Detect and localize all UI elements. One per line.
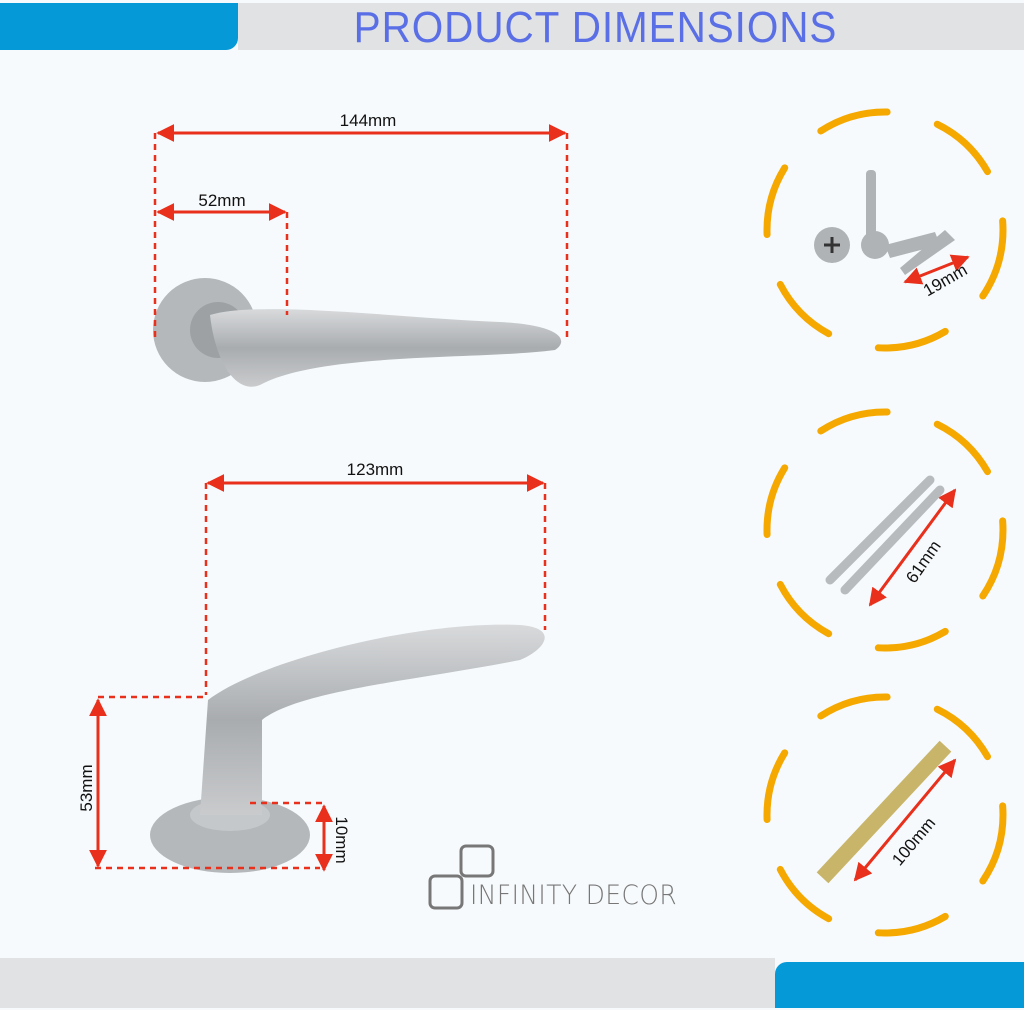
bottom-handle-image — [150, 624, 545, 873]
header-blue-bar — [0, 3, 238, 50]
ring-screws — [763, 108, 1007, 352]
spindle-image — [816, 740, 952, 884]
dimension-lines — [89, 124, 970, 882]
dim-label-61: 61mm — [902, 537, 945, 587]
screws-image — [814, 170, 955, 275]
ring-bolts — [763, 408, 1007, 652]
dim-label-53: 53mm — [77, 764, 96, 811]
footer-blue-bar — [775, 962, 1024, 1008]
page-title: PRODUCT DIMENSIONS — [353, 3, 838, 52]
dim-label-144: 144mm — [340, 111, 397, 130]
dim-label-10: 10mm — [332, 816, 351, 863]
footer-gray-bar — [0, 958, 775, 1008]
top-handle-image — [153, 278, 562, 387]
brand-logo-text: INFINITY DECOR — [470, 880, 678, 911]
ring-spindle — [763, 693, 1007, 937]
infinity-decor-logo-icon — [428, 844, 495, 910]
accessory-rings — [763, 108, 1007, 937]
dim-label-123: 123mm — [347, 460, 404, 479]
header-gray-bar — [238, 3, 1024, 50]
dim-label-52: 52mm — [198, 191, 245, 210]
dim-label-100: 100mm — [888, 814, 939, 870]
bolts-image — [825, 475, 945, 595]
